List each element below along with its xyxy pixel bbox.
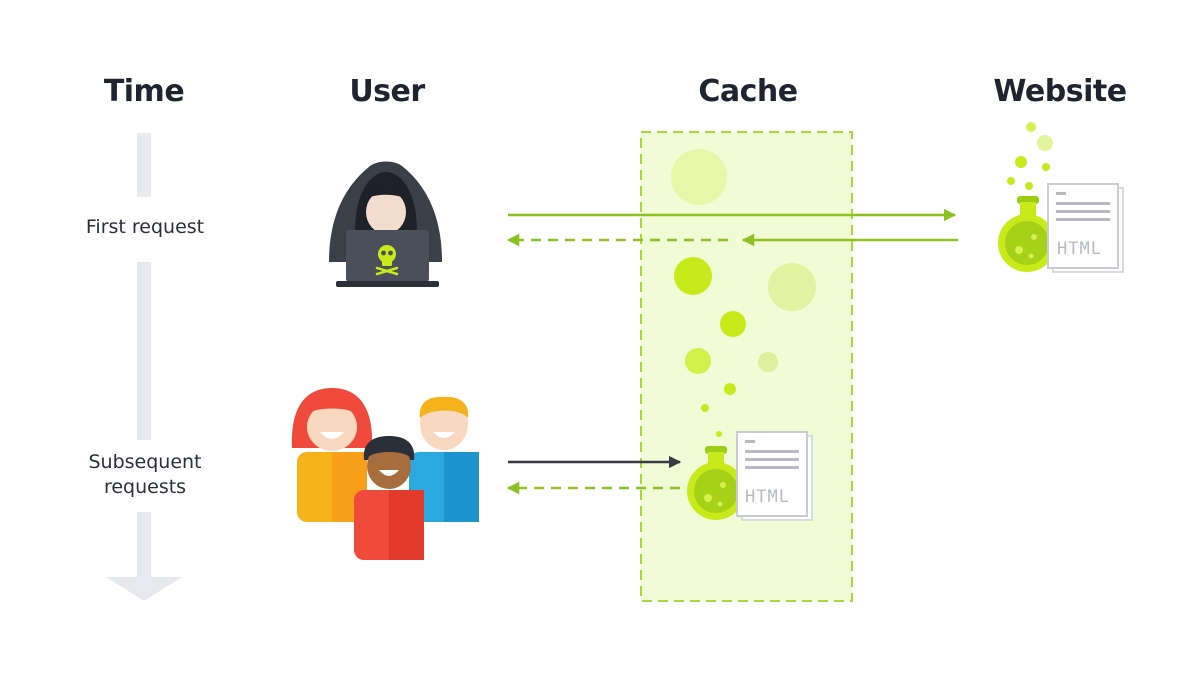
bubble <box>720 311 746 337</box>
timeline-segment-bottom <box>137 512 151 578</box>
timeline-arrowhead <box>106 577 182 601</box>
label-first-request: First request <box>85 216 205 238</box>
cache-region <box>640 131 853 602</box>
cache-doc-label: HTML <box>745 487 790 507</box>
label-subsequent-line2: requests <box>103 476 187 498</box>
bubble <box>724 383 736 395</box>
bubble <box>768 263 816 311</box>
header-time: Time <box>103 74 185 109</box>
bubble <box>674 257 712 295</box>
bubble <box>1015 156 1027 168</box>
skull-icon <box>375 245 399 276</box>
website-html-document-icon: HTML <box>1047 183 1124 273</box>
bubble <box>671 149 727 205</box>
bubble <box>1007 177 1015 185</box>
header-user: User <box>349 74 425 109</box>
bubble <box>685 348 711 374</box>
bubble <box>1026 122 1036 132</box>
bubble <box>758 352 778 372</box>
cache-bubbles <box>671 149 816 437</box>
cache-flask-icon <box>687 446 745 520</box>
user-person-icon <box>354 436 424 560</box>
bubble <box>1042 163 1050 171</box>
label-subsequent-line1: Subsequent <box>88 451 202 473</box>
user-man-icon <box>409 396 479 522</box>
timeline <box>106 133 182 601</box>
header-website: Website <box>993 74 1127 109</box>
header-cache: Cache <box>698 74 798 109</box>
bubble <box>1025 182 1033 190</box>
bubble <box>1037 135 1053 151</box>
bubble <box>701 404 709 412</box>
users-group-icon <box>291 388 479 560</box>
label-subsequent: Subsequent requests <box>60 450 230 500</box>
timeline-segment-middle <box>137 262 151 440</box>
website-doc-label: HTML <box>1057 239 1102 259</box>
cache-html-document-icon: HTML <box>736 431 813 521</box>
website-flask-icon <box>998 122 1056 272</box>
timeline-segment-top <box>137 133 151 197</box>
hacker-user-icon <box>329 161 442 287</box>
bubble <box>716 431 722 437</box>
